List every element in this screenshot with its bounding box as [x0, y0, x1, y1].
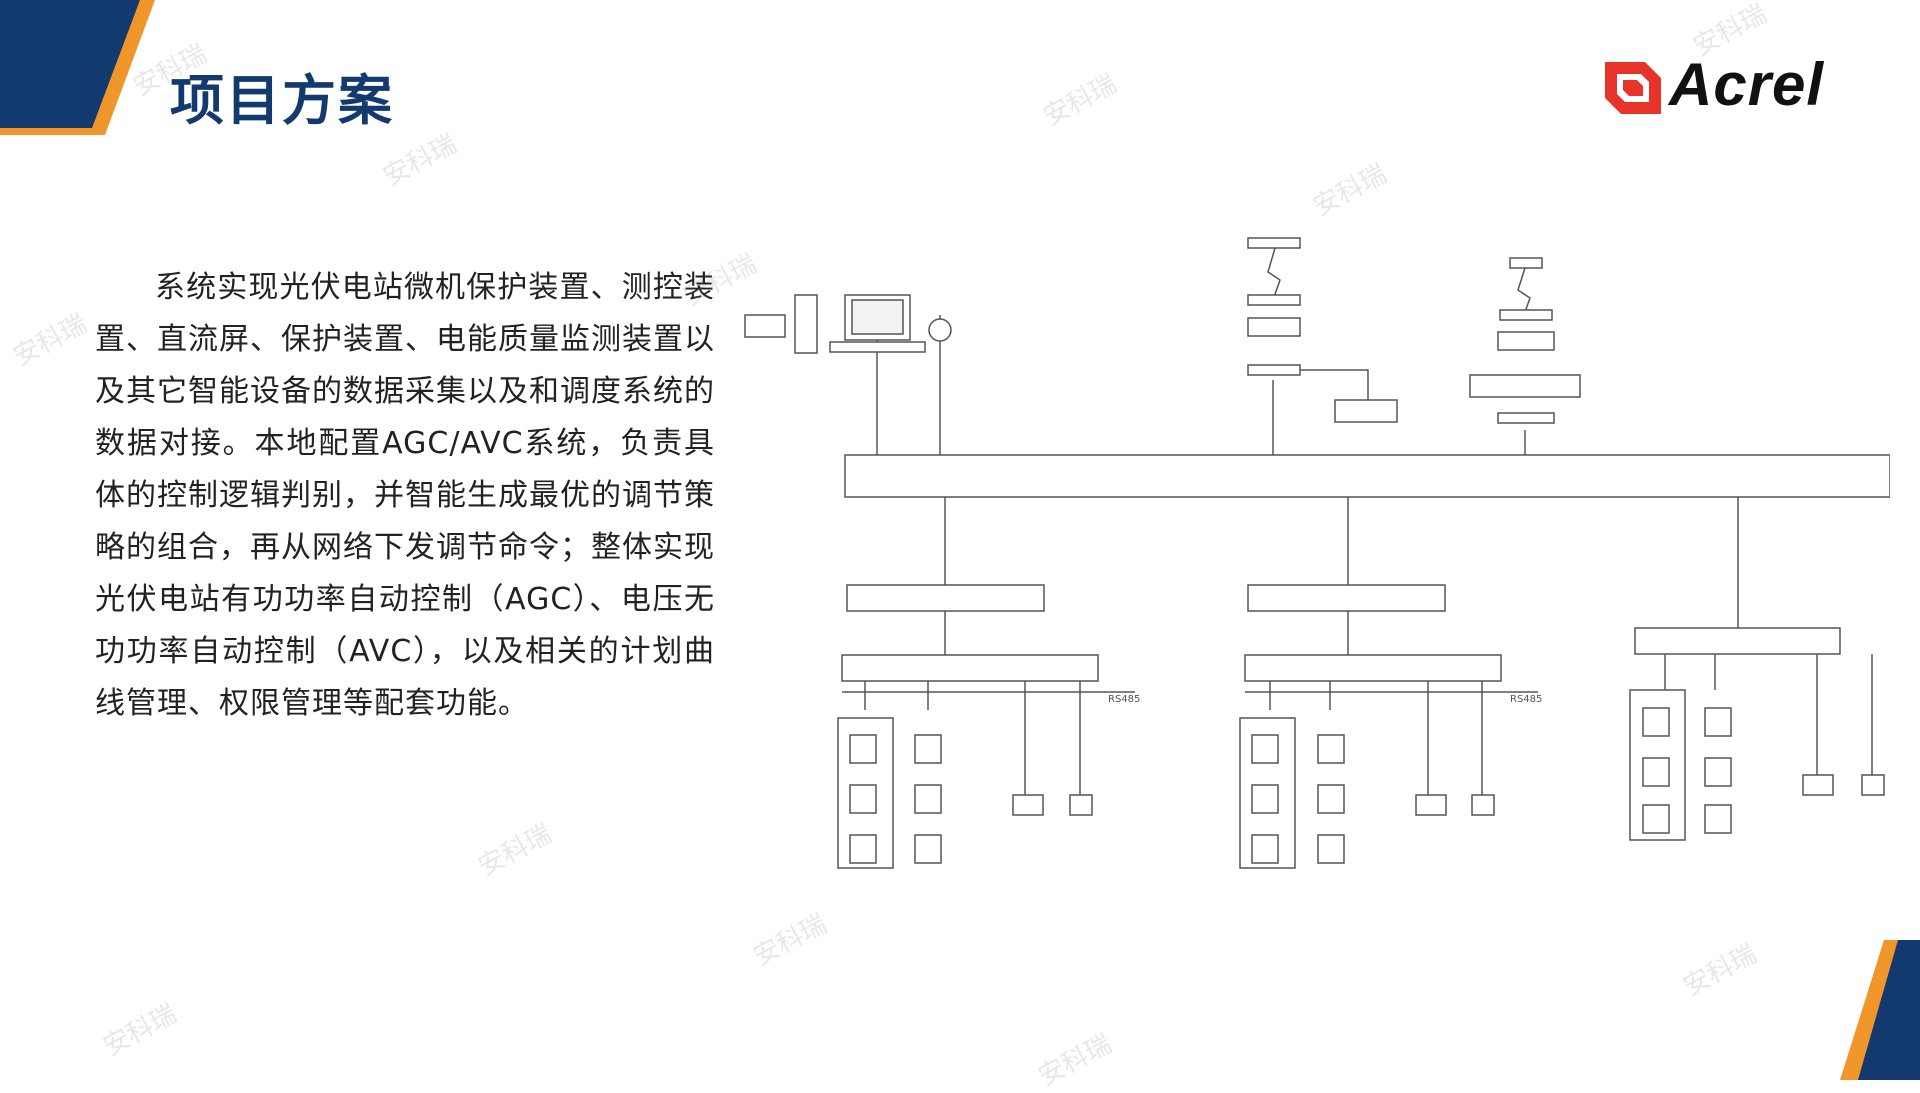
system-architecture-diagram: RS485 RS485 [744, 237, 1890, 869]
watermark: 安科瑞 [1678, 939, 1762, 1003]
watermark: 安科瑞 [98, 999, 182, 1063]
upper-station-1 [1247, 237, 1398, 423]
company-logo: Acrel [1605, 51, 1865, 118]
workstation-group [744, 294, 952, 354]
rs485-label-1: RS485 [1108, 694, 1140, 705]
project-description: 系统实现光伏电站微机保护装置、测控装置、直流屏、保护装置、电能质量监测装置以及其… [95, 270, 715, 721]
page-title: 项目方案 [170, 69, 394, 132]
upper-station-2 [1469, 257, 1581, 424]
branch-3 [1629, 497, 1885, 841]
logo-text: Acrel [1669, 51, 1825, 118]
rs485-label-2: RS485 [1510, 694, 1542, 705]
watermark: 安科瑞 [8, 309, 92, 373]
watermark: 安科瑞 [473, 819, 557, 883]
main-network-bus [844, 454, 1890, 498]
corner-decoration-top-left [0, 0, 155, 135]
watermark: 安科瑞 [1308, 159, 1392, 223]
corner-decoration-bottom-right [1840, 940, 1920, 1080]
watermark: 安科瑞 [1033, 1029, 1117, 1093]
logo-mark-icon [1605, 62, 1661, 114]
branch-1 [837, 497, 1135, 869]
watermark: 安科瑞 [1038, 69, 1122, 133]
branch-2 [1239, 497, 1538, 869]
